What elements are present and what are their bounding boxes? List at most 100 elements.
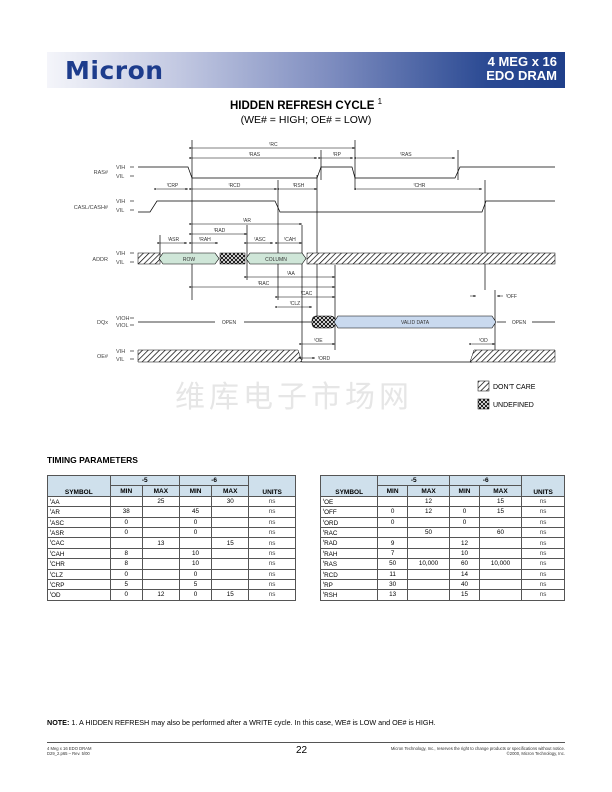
max-header: MAX xyxy=(211,485,250,497)
tord-label: tORD xyxy=(318,356,330,363)
value-cell xyxy=(211,506,250,518)
value-cell: 13 xyxy=(377,589,408,601)
level-vih: VIH xyxy=(116,165,125,171)
value-cell xyxy=(406,589,451,601)
symbol-header: SYMBOL xyxy=(319,475,379,497)
value-cell xyxy=(109,537,143,549)
symbol-cell: tAA xyxy=(47,495,111,508)
signal-ras: RAS# xyxy=(94,170,109,176)
value-cell: 0 xyxy=(109,526,143,539)
signal-oe: OE# xyxy=(97,354,109,360)
units-cell: ns xyxy=(521,516,565,528)
value-cell xyxy=(406,578,451,591)
note-text: 1. A HIDDEN REFRESH may also be performe… xyxy=(71,718,436,727)
level-vil: VIL xyxy=(116,357,124,363)
value-cell: 12 xyxy=(406,506,451,518)
value-cell xyxy=(109,495,143,508)
value-cell: 5 xyxy=(178,578,213,591)
symbol-cell: tCRP xyxy=(47,578,111,591)
footer-copyright: ©2000, Micron Technology, Inc. xyxy=(506,751,565,756)
page-number: 22 xyxy=(296,745,308,756)
value-cell: 50 xyxy=(377,558,408,570)
value-cell: 14 xyxy=(449,568,480,580)
value-cell xyxy=(211,547,250,560)
footnote: NOTE: 1. A HIDDEN REFRESH may also be pe… xyxy=(47,718,436,727)
units-cell: ns xyxy=(248,537,296,549)
value-cell xyxy=(478,516,523,528)
symbol-cell: tOD xyxy=(47,589,111,601)
title-text: HIDDEN REFRESH CYCLE xyxy=(229,99,375,112)
units-header: UNITS xyxy=(248,475,296,497)
value-cell xyxy=(478,547,523,560)
level-vil: VIL xyxy=(116,260,124,266)
value-cell xyxy=(211,526,250,539)
value-cell: 12 xyxy=(141,589,180,601)
level-viol: VIOL xyxy=(116,323,129,329)
diagram-subtitle: (WE# = HIGH; OE# = LOW) xyxy=(240,114,372,126)
value-cell: 0 xyxy=(109,589,143,601)
diagram-title: HIDDEN REFRESH CYCLE 1 xyxy=(0,97,612,112)
units-cell: ns xyxy=(248,506,296,518)
value-cell: 0 xyxy=(178,568,213,580)
value-cell: 30 xyxy=(211,495,250,508)
units-cell: ns xyxy=(521,578,565,591)
legend-dont-care: DON'T CARE xyxy=(493,384,536,391)
trc-label: tRC xyxy=(269,142,278,149)
symbol-cell: tORD xyxy=(319,516,379,528)
units-cell: ns xyxy=(521,526,565,539)
symbol-cell: tASR xyxy=(47,526,111,539)
speed-5-header: -5 xyxy=(109,474,180,487)
header-banner: Micron 4 MEG x 16 EDO DRAM xyxy=(47,52,565,88)
value-cell xyxy=(211,568,250,580)
value-cell: 7 xyxy=(377,547,408,560)
trad-label: tRAD xyxy=(214,228,226,235)
undefined-swatch xyxy=(477,398,490,410)
value-cell xyxy=(478,537,523,549)
value-cell xyxy=(141,516,180,528)
signal-addr: ADDR xyxy=(92,257,108,263)
trac-label: tRAC xyxy=(258,281,270,288)
symbol-cell: tAR xyxy=(47,506,111,518)
addr-column-band xyxy=(245,252,307,265)
speed-5-header: -5 xyxy=(377,474,451,487)
units-cell: ns xyxy=(248,495,296,508)
value-cell: 12 xyxy=(449,537,480,549)
value-cell: 15 xyxy=(478,495,523,508)
symbol-cell: tRP xyxy=(319,578,379,591)
value-cell: 0 xyxy=(109,568,143,580)
symbol-cell: tRAS xyxy=(319,558,379,570)
footer-right: Micron Technology, Inc., reserves the ri… xyxy=(391,746,565,756)
symbol-cell: tRSH xyxy=(319,589,379,601)
speed-6-header: -6 xyxy=(449,474,523,487)
symbol-header: SYMBOL xyxy=(47,475,111,497)
footer-disclaimer: Micron Technology, Inc., reserves the ri… xyxy=(390,746,565,751)
value-cell: 13 xyxy=(141,537,180,549)
symbol-cell: tRCD xyxy=(319,568,379,580)
value-cell: 8 xyxy=(109,547,143,560)
valid-data-label: VALID DATA xyxy=(401,320,430,326)
watermark: 维库电子市场网 xyxy=(175,380,413,415)
value-cell: 60 xyxy=(478,526,523,539)
value-cell xyxy=(178,537,213,549)
value-cell xyxy=(478,568,523,580)
tcrp-label: tCRP xyxy=(167,183,179,190)
units-cell: ns xyxy=(248,526,296,539)
value-cell: 0 xyxy=(377,506,408,518)
units-cell: ns xyxy=(248,568,296,580)
units-cell: ns xyxy=(521,495,565,508)
level-vih: VIH xyxy=(116,199,125,205)
value-cell xyxy=(141,506,180,518)
micron-logo: Micron xyxy=(65,56,164,85)
units-cell: ns xyxy=(248,589,296,601)
signal-cas: CASL/CASH# xyxy=(74,205,109,211)
units-cell: ns xyxy=(521,558,565,570)
